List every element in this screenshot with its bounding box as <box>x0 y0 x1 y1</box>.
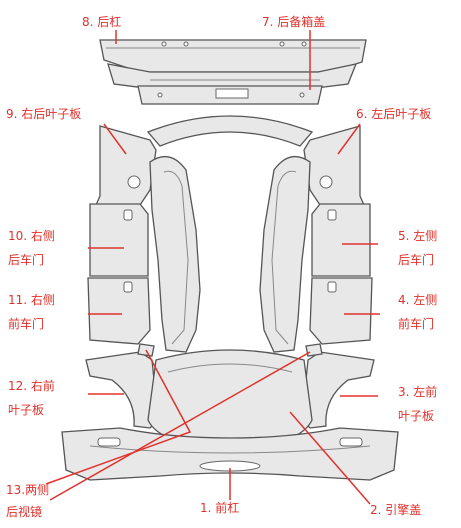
hood-label: 2. 引擎盖 <box>370 503 422 517</box>
right-front-door-label: 11. 右侧 前车门 <box>8 292 68 332</box>
leader-hood <box>289 411 371 505</box>
mirrors-label-line2: 后视镜 <box>6 505 43 519</box>
right-rear-door-label-line2: 后车门 <box>8 253 45 267</box>
front-bumper-label: 1. 前杠 <box>200 501 240 515</box>
leader-mirror-left <box>49 351 311 501</box>
right-rear-door-panel <box>89 203 149 277</box>
left-rear-door-panel <box>311 203 371 277</box>
left-front-door-panel <box>309 277 373 345</box>
left-rear-door-label-line2: 后车门 <box>398 253 435 267</box>
right-front-fender-label: 12. 右前 叶子板 <box>8 378 68 418</box>
left-front-door-label-line2: 前车门 <box>398 317 435 331</box>
left-front-fender-label: 3. 左前 叶子板 <box>398 384 458 424</box>
right-front-door-panel <box>87 277 151 345</box>
mirrors-label: 13.两侧 后视镜 <box>6 482 66 520</box>
left-front-fender-label-line1: 3. 左前 <box>398 385 438 399</box>
right-rear-door-label: 10. 右侧 后车门 <box>8 228 68 268</box>
right-front-fender-label-line1: 12. 右前 <box>8 379 55 393</box>
roof-outline <box>146 115 314 147</box>
left-rear-door-label: 5. 左侧 后车门 <box>398 228 458 268</box>
front-bumper-panel <box>61 427 399 481</box>
right-front-door-label-line1: 11. 右侧 <box>8 293 55 307</box>
left-pillar-strip <box>259 155 311 353</box>
leader-mirror-right <box>45 349 192 485</box>
right-front-fender-label-line2: 叶子板 <box>8 403 45 417</box>
rear-bumper-panel <box>99 39 367 91</box>
left-rear-door-label-line1: 5. 左侧 <box>398 229 438 243</box>
left-front-door-label: 4. 左侧 前车门 <box>398 292 458 332</box>
right-rear-quarter-label: 9. 右后叶子板 <box>6 107 82 121</box>
left-front-door-label-line1: 4. 左侧 <box>398 293 438 307</box>
trunk-lid-panel <box>137 85 323 105</box>
left-front-fender-label-line2: 叶子板 <box>398 409 435 423</box>
leader-left-rear-quarter <box>337 123 361 155</box>
left-front-fender-panel <box>301 351 375 429</box>
right-front-fender-panel <box>85 351 159 429</box>
right-rear-quarter-panel <box>90 125 157 215</box>
mirrors-label-line1: 13.两侧 <box>6 483 50 497</box>
rear-bumper-label: 8. 后杠 <box>82 15 122 29</box>
leader-lines <box>45 30 380 505</box>
right-pillar-strip <box>149 155 201 353</box>
left-rear-quarter-panel <box>303 125 370 215</box>
right-front-door-label-line2: 前车门 <box>8 317 45 331</box>
right-rear-door-label-line1: 10. 右侧 <box>8 229 55 243</box>
trunk-lid-label: 7. 后备箱盖 <box>262 15 326 29</box>
left-rear-quarter-label: 6. 左后叶子板 <box>356 107 432 121</box>
leader-right-rear-quarter <box>103 123 127 155</box>
